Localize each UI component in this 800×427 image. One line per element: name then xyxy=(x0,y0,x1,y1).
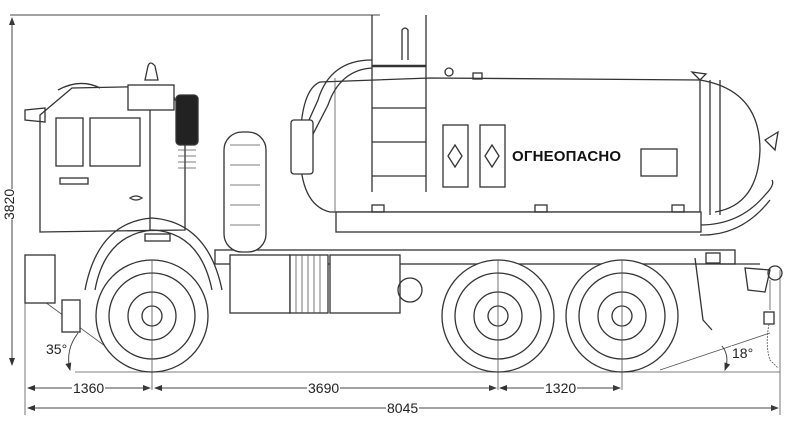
height-dimension-label: 3820 xyxy=(1,188,17,220)
rear-axle-spacing-label: 1320 xyxy=(544,380,578,396)
flammable-warning-text: ОГНЕОПАСНО xyxy=(512,148,622,165)
approach-angle-label: 35° xyxy=(45,341,69,357)
overall-length-label: 8045 xyxy=(386,400,420,416)
wheelbase-label: 3690 xyxy=(307,380,341,396)
deck-platform xyxy=(335,211,702,233)
spare-tire xyxy=(223,131,267,253)
front-overhang-label: 1360 xyxy=(72,380,106,396)
departure-angle-label: 18° xyxy=(731,345,755,361)
